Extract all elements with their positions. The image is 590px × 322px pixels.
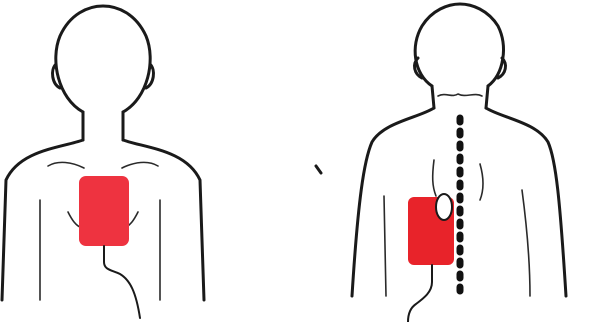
front-clavicle-left <box>48 162 84 168</box>
back-pad-oval-marker <box>436 194 452 220</box>
stray-mark <box>316 166 321 173</box>
back-arm-right <box>522 190 530 296</box>
back-neck-right <box>486 86 488 108</box>
back-arm-left <box>384 196 386 296</box>
back-pad-cable <box>408 265 432 322</box>
back-view-panel <box>316 4 566 322</box>
front-head <box>56 6 150 112</box>
front-pad-cable <box>104 246 140 318</box>
back-hairline <box>438 94 482 96</box>
back-neck-left <box>432 86 434 108</box>
back-blade-left <box>433 160 436 196</box>
front-view-panel <box>2 6 204 318</box>
back-head <box>415 4 503 86</box>
front-clavicle-right <box>122 162 158 168</box>
front-electrode-pad <box>79 176 129 246</box>
back-shoulder-right <box>486 108 566 296</box>
back-blade-right <box>480 164 483 200</box>
